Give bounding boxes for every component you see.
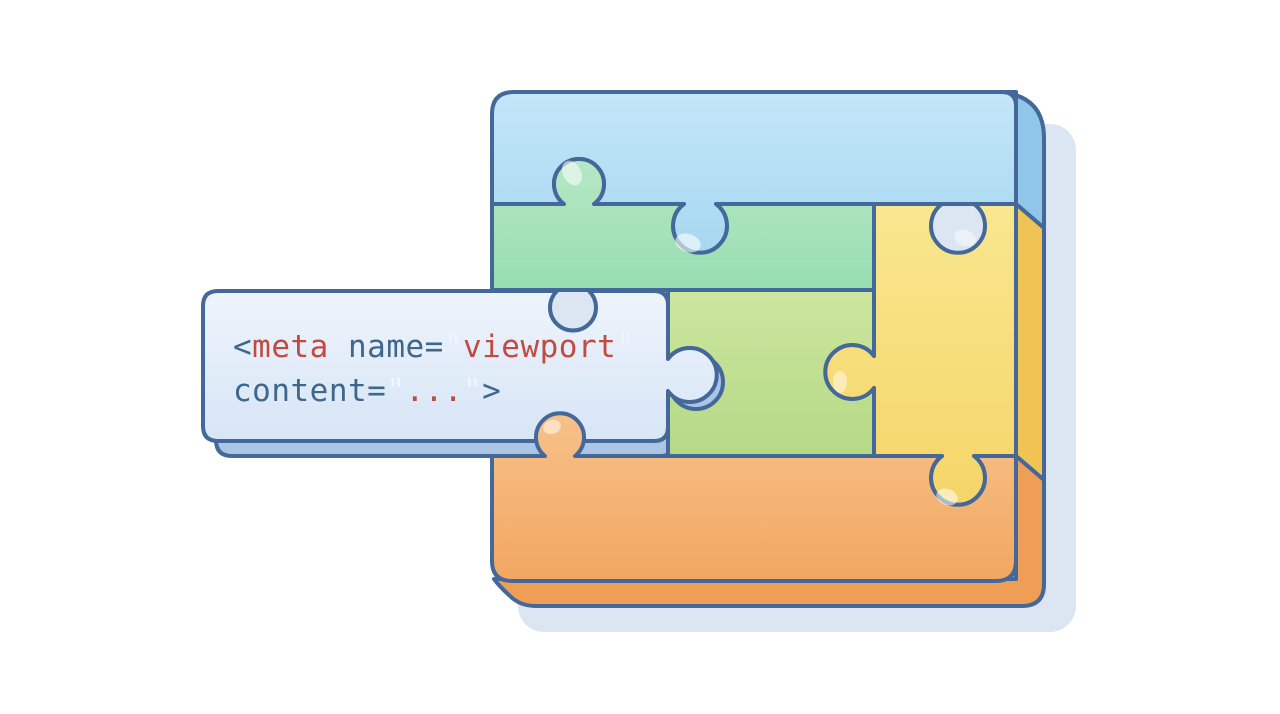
code-token: ... (405, 373, 463, 409)
gloss-highlight (543, 419, 561, 435)
gloss-highlight (936, 488, 958, 506)
code-token: " (616, 329, 635, 365)
code-token: " (386, 373, 405, 409)
orange-piece-bottom-bevel (492, 454, 1046, 608)
code-token: content= (233, 373, 386, 409)
gloss-highlight (561, 160, 583, 186)
gloss-highlight (954, 229, 976, 247)
code-snippet-line-2: content="..."> (233, 373, 501, 409)
puzzle-piece-code-snippet (201, 289, 719, 443)
code-token: meta (252, 329, 329, 365)
puzzle-piece-green-band (490, 157, 876, 292)
code-token: viewport (463, 329, 616, 365)
gloss-highlights (543, 160, 976, 506)
code-token: " (444, 329, 463, 365)
code-token: < (233, 329, 252, 365)
code-snippet-line-1: <meta name="viewport" (233, 329, 635, 365)
code-token: " (463, 373, 482, 409)
gloss-highlight (833, 371, 847, 393)
code-token: name= (329, 329, 444, 365)
yellow-piece-side-bevel (1014, 202, 1046, 482)
code-token: > (482, 373, 501, 409)
gloss-highlight (675, 233, 701, 253)
